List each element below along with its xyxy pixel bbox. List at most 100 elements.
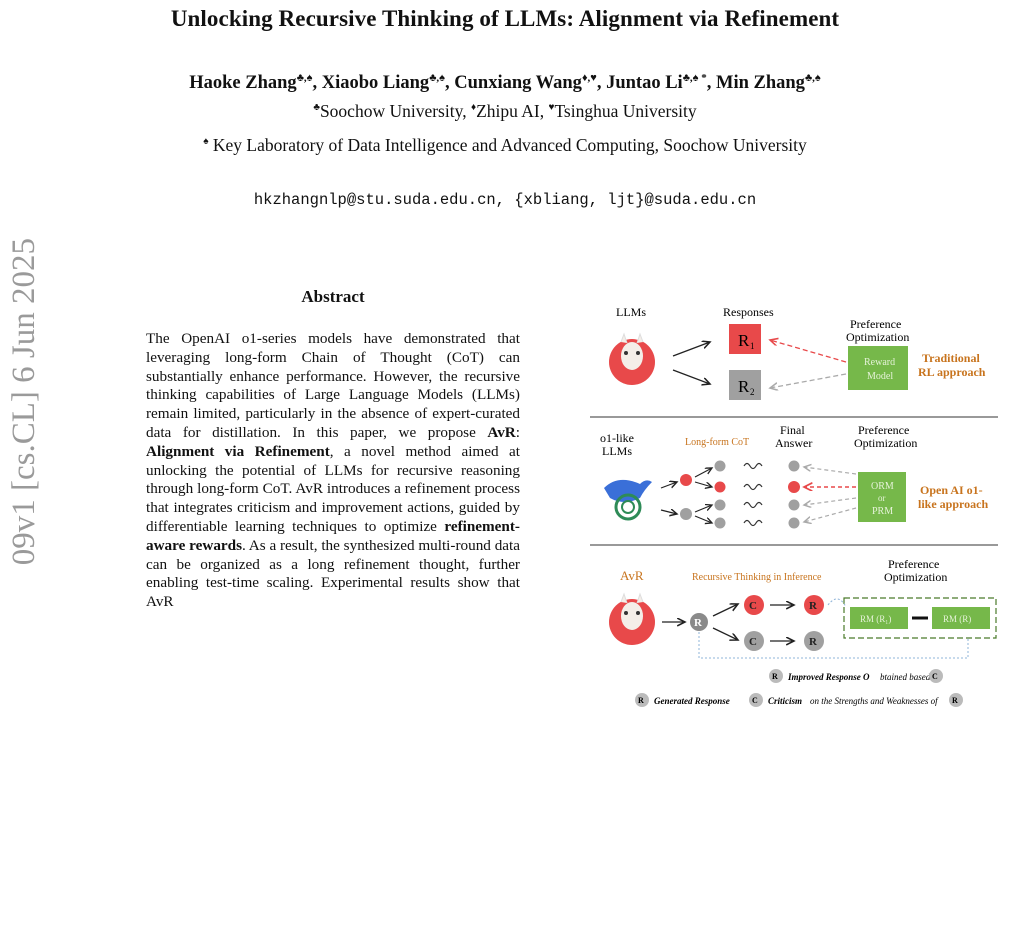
- or-label: or: [878, 493, 886, 503]
- final-label: Final: [780, 423, 805, 437]
- abstract-emphasis: Alignment via Refinement: [146, 442, 330, 460]
- affil-mark: ♥: [548, 102, 555, 114]
- refined-r2-node: [804, 631, 824, 651]
- cot-node-red: [680, 474, 692, 486]
- r1-sub: 1: [750, 341, 755, 351]
- panel-avr: AvR Recursive Thinking in Inference Pref…: [609, 557, 997, 707]
- r2-label: R: [738, 377, 750, 396]
- figure-svg: LLMs Responses Preference Optimization R…: [590, 305, 998, 707]
- author-affil-marks: ♦,♥: [581, 72, 597, 84]
- orm-prm-box: [858, 472, 906, 522]
- llama-icon: [609, 332, 655, 385]
- author-name: Juntao Li: [606, 73, 683, 94]
- affil-mark: ♠: [203, 136, 209, 148]
- author-affil-marks: ♣,♠: [804, 72, 821, 84]
- legend-generated: Generated Response: [654, 696, 730, 706]
- affiliation-line-1: ♣Soochow University, ♦Zhipu AI, ♥Tsinghu…: [0, 101, 1010, 122]
- orm-label: ORM: [871, 481, 894, 492]
- svg-text:R: R: [809, 636, 818, 648]
- paper-title: Unlocking Recursive Thinking of LLMs: Al…: [170, 6, 840, 31]
- legend-improved: Improved Response O: [787, 672, 870, 682]
- svg-text:C: C: [749, 600, 757, 612]
- llms-label: LLMs: [616, 305, 646, 319]
- affil-name: Zhipu AI,: [476, 101, 549, 121]
- responses-label: Responses: [723, 305, 774, 319]
- rm-r2-box: [932, 607, 990, 629]
- r2-sub: 2: [750, 387, 755, 397]
- svg-text:R: R: [638, 696, 644, 705]
- author-name: Cunxiang Wang: [454, 73, 582, 94]
- pref-opt-label-2: Preference: [858, 423, 909, 437]
- avr-label: AvR: [620, 568, 644, 583]
- response-r2-box: [729, 370, 761, 400]
- o1-llms-label-2: LLMs: [602, 444, 632, 458]
- pref-opt-label-2b: Optimization: [854, 436, 917, 450]
- legend-criticism-b: on the Strengths and Weaknesses of: [810, 696, 939, 706]
- method-figure: LLMs Responses Preference Optimization R…: [588, 302, 1004, 722]
- legend-improved-b: btained based on: [880, 672, 942, 682]
- affil-mark: ♦: [470, 102, 477, 114]
- affil-mark: ♣: [313, 102, 320, 114]
- r1-label: R: [738, 331, 750, 350]
- panel-traditional-rl: LLMs Responses Preference Optimization R…: [609, 305, 986, 400]
- abstract-emphasis: refinement-aware rewards: [146, 517, 520, 554]
- abstract-text: , a novel method aimed at unlocking the …: [146, 442, 521, 535]
- model-label: Model: [867, 371, 893, 382]
- svg-text:RM (R): RM (R): [943, 614, 971, 624]
- refined-r1-node: [804, 595, 824, 615]
- answer-label: Answer: [775, 436, 812, 450]
- o1-llms-label-1: o1-like: [600, 431, 634, 445]
- svg-text:R: R: [694, 617, 703, 629]
- panel-o1-like: o1-like LLMs Long-form CoT Final Answer …: [600, 423, 988, 529]
- response-r1-box: [729, 324, 761, 354]
- o1-model-icon: [604, 479, 652, 521]
- author-emails: hkzhangnlp@stu.suda.edu.cn, {xbliang, lj…: [253, 191, 757, 209]
- affil-name: Soochow University,: [319, 101, 471, 121]
- abstract-text: . As a result, the synthesized multi-rou…: [146, 536, 520, 611]
- generated-response-node: [690, 613, 708, 631]
- criticism-c1-node: [744, 595, 764, 615]
- svg-text:R: R: [809, 600, 818, 612]
- author-affil-marks: ♣,♠: [296, 72, 313, 84]
- abstract-text: :: [515, 423, 520, 441]
- reward-label: Reward: [864, 357, 895, 368]
- svg-text:C: C: [749, 636, 757, 648]
- llama-icon-avr: [609, 592, 655, 645]
- author-list: Haoke Zhang♣,♠, Xiaobo Liang♣,♠, Cunxian…: [189, 72, 821, 94]
- abstract-body: The OpenAI o1-series models have demonst…: [146, 330, 520, 612]
- like-approach-label: like approach: [918, 497, 988, 511]
- rl-approach-label: RL approach: [918, 365, 986, 379]
- abstract-text: The OpenAI o1-series models have demonst…: [146, 330, 520, 441]
- cot-node-gray: [680, 508, 692, 520]
- long-cot-label: Long-form CoT: [685, 437, 749, 448]
- svg-text:R: R: [952, 696, 958, 705]
- affiliation-line-2: ♠ Key Laboratory of Data Intelligence an…: [0, 135, 1010, 156]
- reward-model-box: [848, 346, 908, 390]
- abstract-emphasis: AvR: [487, 423, 516, 441]
- svg-text:R: R: [772, 672, 778, 681]
- legend-criticism: Criticism: [768, 696, 802, 706]
- svg-text:C: C: [932, 672, 938, 681]
- criticism-c2-node: [744, 631, 764, 651]
- author-affil-marks: ♣,♠: [429, 72, 445, 84]
- svg-text:RM (R₁): RM (R₁): [860, 614, 891, 624]
- author-affil-marks: ♣,♠ *: [682, 72, 707, 84]
- affil-name: Tsinghua University: [554, 101, 697, 121]
- abstract-heading: Abstract: [301, 287, 365, 306]
- openai-o1-label: Open AI o1-: [920, 483, 983, 497]
- author-name: Haoke Zhang: [189, 73, 297, 94]
- affil-name: Key Laboratory of Data Intelligence and …: [208, 135, 807, 155]
- recursive-label: Recursive Thinking in Inference: [692, 572, 822, 583]
- arxiv-stamp: 09v1 [cs.CL] 6 Jun 2025: [6, 238, 42, 566]
- rm-r1-box: [850, 607, 908, 629]
- author-name: Xiaobo Liang: [321, 73, 430, 94]
- prm-label: PRM: [872, 506, 893, 517]
- traditional-label: Traditional: [922, 351, 980, 365]
- author-name: Min Zhang: [716, 73, 805, 94]
- pref-opt-label-3: Preference: [888, 557, 939, 571]
- rm-dashed-group: [843, 597, 997, 639]
- pref-opt-label-1b: Optimization: [846, 330, 909, 344]
- pref-opt-label-1: Preference: [850, 317, 901, 331]
- pref-opt-label-3b: Optimization: [884, 570, 947, 584]
- svg-text:C: C: [752, 696, 758, 705]
